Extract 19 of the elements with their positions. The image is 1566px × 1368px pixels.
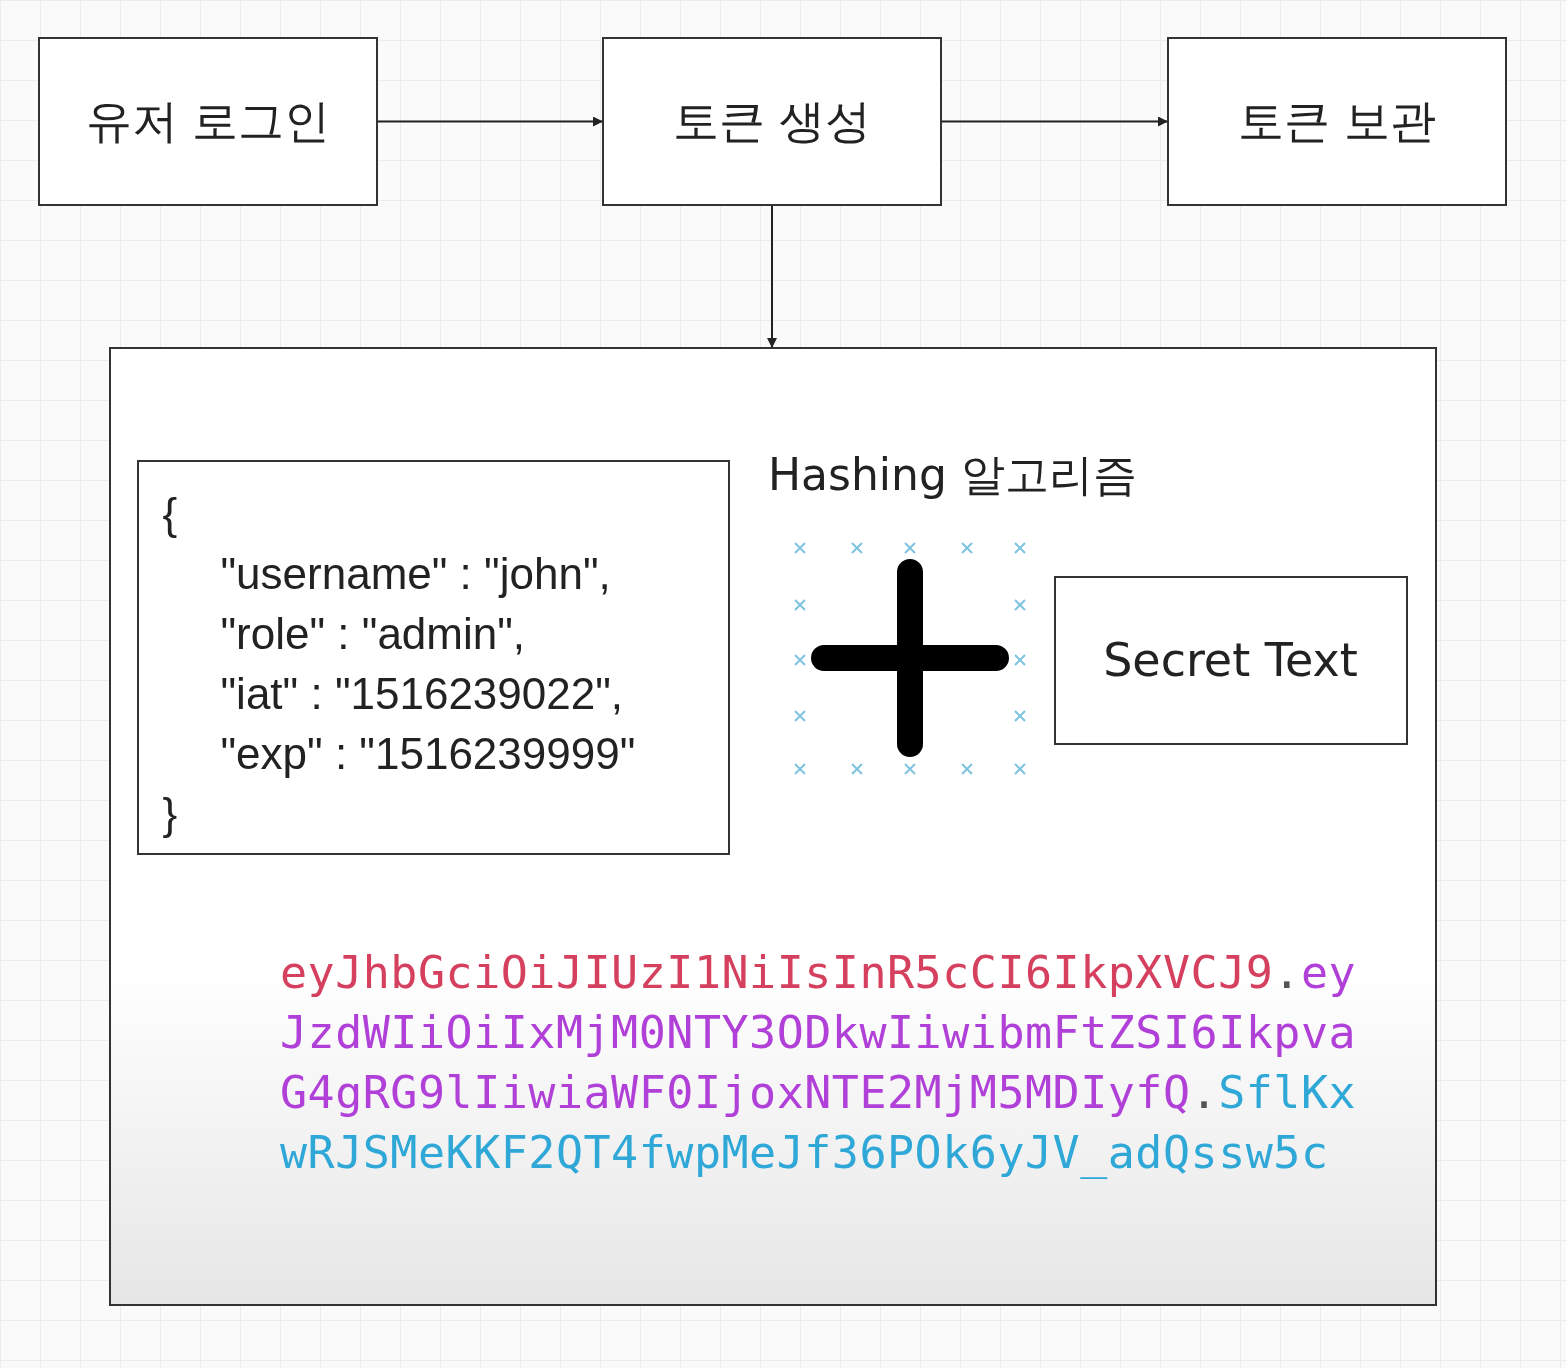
process-box — [602, 37, 942, 206]
token-text: eyJhbGciOiJIUzI1NiIsInR5cCI6IkpXVCJ9.ey — [280, 946, 1357, 1000]
arrow — [767, 205, 777, 348]
box-label: 토큰 보관 — [1237, 92, 1437, 150]
heading-label: Hashing 알고리즘 — [768, 448, 1137, 502]
box-label: Secret Text — [1103, 633, 1358, 687]
arrow — [377, 116, 603, 127]
arrow — [941, 116, 1168, 127]
token-text: wRJSMeKKF2QT4fwpMeJf36POk6yJV_adQssw5c — [280, 1126, 1329, 1180]
token-text: G4gRG9lIiwiaWF0IjoxNTE2MjM5MDIyfQ.SflKx — [280, 1066, 1357, 1120]
code-text: { "username" : "john", "role" : "admin", "iat" : "1516239022", "exp" : "1516239999" } — [162, 487, 636, 840]
process-box — [1053, 575, 1408, 745]
token-text: JzdWIiOiIxMjM0NTY3ODkwIiwibmFtZSI6Ikpva — [280, 1006, 1357, 1060]
container-box — [109, 347, 1437, 1306]
process-box — [38, 37, 378, 206]
process-box — [1167, 37, 1507, 206]
json-payload-box — [136, 459, 730, 855]
box-label: 유저 로그인 — [85, 92, 331, 150]
box-label: 토큰 생성 — [672, 92, 872, 150]
